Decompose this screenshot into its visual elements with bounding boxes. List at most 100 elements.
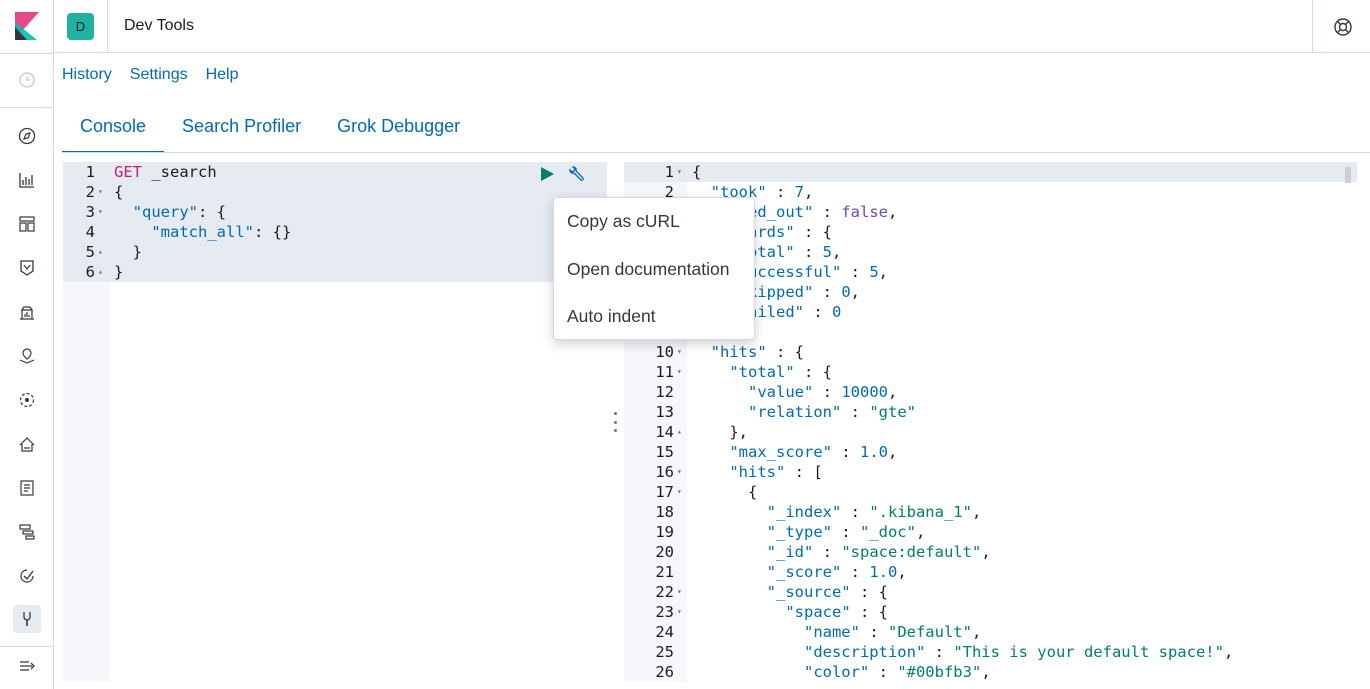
line-number: 2	[664, 183, 674, 201]
compass-icon[interactable]	[13, 122, 41, 150]
response-line: 14▴ },	[624, 422, 1357, 442]
send-request-play-icon[interactable]	[539, 166, 555, 182]
code-text: "description" : "This is your default sp…	[803, 643, 1234, 661]
line-number: 15	[655, 443, 674, 461]
response-line: 13 "relation" : "gte"	[624, 402, 1357, 422]
code-text: "relation" : "gte"	[748, 403, 916, 421]
dashboard-icon[interactable]	[13, 210, 41, 238]
code-text: "took" : 7,	[710, 183, 814, 201]
line-number: 14	[655, 423, 674, 441]
request-line: 2▾ {	[63, 182, 607, 202]
line-number: 19	[655, 523, 674, 541]
pane-resizer[interactable]	[611, 412, 619, 432]
code-text: "color" : "#00bfb3",	[803, 663, 991, 681]
visualize-icon[interactable]	[13, 166, 41, 194]
fold-toggle-icon[interactable]: ▾	[677, 467, 682, 476]
fold-toggle-icon[interactable]: ▴	[98, 247, 103, 256]
line-number: 11	[655, 363, 674, 381]
fold-toggle-icon[interactable]: ▾	[677, 487, 682, 496]
line-number: 10	[655, 343, 674, 361]
request-line: 4 "match_all": {}	[63, 222, 607, 242]
clock-icon[interactable]	[13, 66, 41, 94]
infrastructure-icon[interactable]	[13, 342, 41, 370]
kibana-logo-icon[interactable]	[15, 12, 39, 40]
uptime-icon[interactable]	[13, 562, 41, 590]
fold-toggle-icon[interactable]: ▾	[677, 167, 682, 176]
canvas-icon[interactable]	[13, 254, 41, 282]
code-text: {	[692, 163, 702, 181]
fold-toggle-icon[interactable]: ▾	[677, 607, 682, 616]
fold-toggle-icon[interactable]: ▾	[98, 207, 103, 216]
open-documentation-menu-item[interactable]: Open documentation	[567, 259, 730, 279]
line-number: 4	[85, 223, 95, 241]
fold-toggle-icon[interactable]: ▾	[98, 187, 103, 196]
response-line: 18 "_index" : ".kibana_1",	[624, 502, 1357, 522]
request-line: 3▾ "query": {	[63, 202, 607, 222]
history-link[interactable]: History	[62, 66, 112, 83]
response-line: 26 "color" : "#00bfb3",	[624, 662, 1357, 682]
tab-grok-debugger[interactable]: Grok Debugger	[337, 116, 461, 136]
code-text: "hits" : {	[710, 343, 804, 361]
fold-toggle-icon[interactable]: ▴	[98, 267, 103, 276]
code-text: "total" : {	[729, 363, 832, 381]
header-divider	[107, 0, 108, 53]
response-line: 24 "name" : "Default",	[624, 622, 1357, 642]
code-text: {	[692, 483, 758, 501]
dev-tools-icon[interactable]	[13, 605, 41, 633]
nav-divider	[0, 107, 53, 108]
line-number: 17	[655, 483, 674, 501]
line-number: 18	[655, 503, 674, 521]
logs-icon[interactable]	[13, 474, 41, 502]
response-line: 12 "value" : 10000,	[624, 382, 1357, 402]
line-number: 22	[655, 583, 674, 601]
wrench-context-menu: Copy as cURL Open documentation Auto ind…	[553, 197, 755, 340]
left-nav	[0, 0, 54, 689]
code-text: "max_score" : 1.0,	[729, 443, 898, 461]
line-number: 21	[655, 563, 674, 581]
response-line: 2 "took" : 7,	[624, 182, 1357, 202]
response-line: 20 "_id" : "space:default",	[624, 542, 1357, 562]
line-number: 3	[85, 203, 95, 221]
code-text: "_score" : 1.0,	[766, 563, 907, 581]
copy-as-curl-menu-item[interactable]: Copy as cURL	[567, 211, 680, 231]
response-scrollbar[interactable]	[1345, 167, 1351, 183]
nav-divider	[0, 646, 53, 647]
code-text: "_type" : "_doc",	[766, 523, 926, 541]
header-bar: D Dev Tools	[54, 0, 1370, 53]
line-number: 23	[655, 603, 674, 621]
maps-icon[interactable]	[13, 298, 41, 326]
tab-search-profiler[interactable]: Search Profiler	[182, 116, 302, 136]
auto-indent-menu-item[interactable]: Auto indent	[567, 306, 656, 326]
code-text: "_index" : ".kibana_1",	[766, 503, 982, 521]
collapse-icon[interactable]	[13, 652, 41, 680]
fold-toggle-icon[interactable]: ▴	[677, 427, 682, 436]
line-number: 2	[85, 183, 95, 201]
fold-toggle-icon[interactable]: ▾	[677, 367, 682, 376]
help-link[interactable]: Help	[205, 66, 239, 83]
line-number: 5	[85, 243, 95, 261]
wrench-actions-icon[interactable]	[566, 165, 586, 185]
help-menu-icon[interactable]	[1330, 14, 1356, 40]
response-line: 25 "description" : "This is your default…	[624, 642, 1357, 662]
apm-icon[interactable]	[13, 518, 41, 546]
metrics-icon[interactable]	[13, 430, 41, 458]
code-text: "value" : 10000,	[748, 383, 898, 401]
response-line: 16▾ "hits" : [	[624, 462, 1357, 482]
line-number: 24	[655, 623, 674, 641]
line-number: 26	[655, 663, 674, 681]
response-line: 22▾ "_source" : {	[624, 582, 1357, 602]
code-text: "query": {	[132, 203, 226, 221]
fold-toggle-icon[interactable]: ▾	[677, 347, 682, 356]
space-avatar[interactable]: D	[67, 13, 94, 40]
code-text: {	[114, 183, 124, 201]
tab-console[interactable]: Console	[62, 104, 165, 153]
settings-link[interactable]: Settings	[129, 66, 188, 83]
header-divider	[1312, 0, 1313, 53]
ml-icon[interactable]	[13, 386, 41, 414]
response-editor[interactable]: 1▾{2 "took" : 7,3 "timed_out" : false,4 …	[624, 162, 1357, 682]
fold-toggle-icon[interactable]: ▾	[677, 587, 682, 596]
request-line: 5▴ }	[63, 242, 607, 262]
top-links: History Settings Help	[62, 66, 239, 84]
